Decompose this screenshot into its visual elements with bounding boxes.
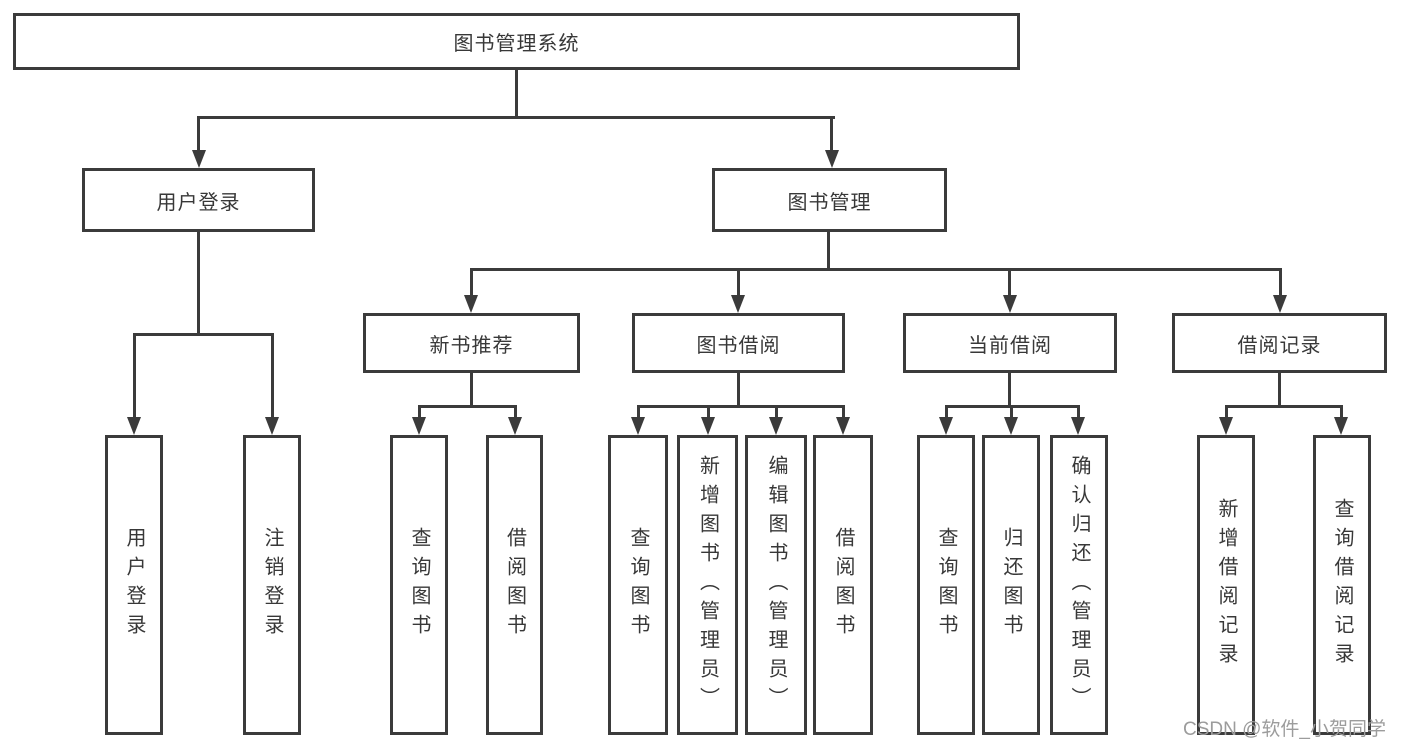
- connector-line: [197, 232, 200, 336]
- connector-line: [271, 333, 274, 419]
- node-book-mgmt-label: 图书管理: [787, 191, 872, 214]
- connector-line: [470, 373, 473, 408]
- leaf-br-add-record-label: 新增借阅记录: [1215, 498, 1237, 672]
- connector-line: [827, 232, 830, 271]
- node-book-borrow-label: 图书借阅: [696, 334, 781, 357]
- connector-line: [470, 268, 473, 297]
- connector-line: [1225, 405, 1228, 419]
- leaf-rec-query-books: 查询图书: [390, 435, 448, 735]
- arrow-down-icon: [836, 417, 850, 435]
- leaf-br-add-record: 新增借阅记录: [1197, 435, 1255, 735]
- connector-line: [1340, 405, 1343, 419]
- leaf-rec-borrow-books: 借阅图书: [486, 435, 543, 735]
- arrow-down-icon: [127, 417, 141, 435]
- node-borrow-records-label: 借阅记录: [1237, 334, 1322, 357]
- arrow-down-icon: [1004, 417, 1018, 435]
- leaf-user-login: 用户登录: [105, 435, 163, 735]
- node-borrow-records: 借阅记录: [1172, 313, 1387, 373]
- arrow-down-icon: [825, 150, 839, 168]
- leaf-cb-return-books: 归还图书: [982, 435, 1040, 735]
- connector-line: [1225, 405, 1343, 408]
- node-user-login: 用户登录: [82, 168, 315, 232]
- leaf-bb-add-books-label: 新增图书（管理员）: [696, 454, 719, 716]
- leaf-bb-edit-books: 编辑图书（管理员）: [745, 435, 807, 735]
- leaf-bb-add-books: 新增图书（管理员）: [677, 435, 738, 735]
- leaf-bb-query-books-label: 查询图书: [627, 527, 649, 643]
- leaf-rec-query-books-label: 查询图书: [408, 527, 430, 643]
- arrow-down-icon: [1273, 295, 1287, 313]
- arrow-down-icon: [701, 417, 715, 435]
- connector-line: [737, 268, 740, 297]
- connector-line: [418, 405, 517, 408]
- node-book-mgmt: 图书管理: [712, 168, 947, 232]
- leaf-bb-query-books: 查询图书: [608, 435, 668, 735]
- node-root-label: 图书管理系统: [453, 33, 580, 55]
- arrow-down-icon: [412, 417, 426, 435]
- connector-line: [945, 405, 948, 419]
- connector-line: [707, 405, 710, 419]
- leaf-user-login-label: 用户登录: [123, 527, 145, 643]
- leaf-cb-confirm-return-label: 确认归还（管理员）: [1068, 454, 1090, 716]
- connector-line: [133, 333, 136, 419]
- arrow-down-icon: [464, 295, 478, 313]
- connector-line: [637, 405, 845, 408]
- arrow-down-icon: [1219, 417, 1233, 435]
- connector-line: [515, 68, 518, 118]
- arrow-down-icon: [1003, 295, 1017, 313]
- connector-line: [737, 373, 740, 408]
- leaf-br-query-record: 查询借阅记录: [1313, 435, 1371, 735]
- connector-line: [514, 405, 517, 419]
- leaf-logout: 注销登录: [243, 435, 301, 735]
- connector-line: [842, 405, 845, 419]
- node-user-login-label: 用户登录: [156, 191, 241, 214]
- connector-line: [830, 116, 833, 152]
- arrow-down-icon: [192, 150, 206, 168]
- connector-line: [418, 405, 421, 419]
- connector-line: [1008, 268, 1011, 297]
- leaf-rec-borrow-books-label: 借阅图书: [503, 527, 526, 643]
- node-current-borrow-label: 当前借阅: [968, 334, 1052, 357]
- connector-line: [133, 333, 274, 336]
- leaf-cb-return-books-label: 归还图书: [1000, 527, 1022, 643]
- leaf-bb-borrow-books-label: 借阅图书: [832, 527, 854, 643]
- node-new-book-rec: 新书推荐: [363, 313, 580, 373]
- leaf-cb-confirm-return: 确认归还（管理员）: [1050, 435, 1108, 735]
- arrow-down-icon: [769, 417, 783, 435]
- node-book-borrow: 图书借阅: [632, 313, 845, 373]
- arrow-down-icon: [508, 417, 522, 435]
- node-current-borrow: 当前借阅: [903, 313, 1117, 373]
- connector-line: [1077, 405, 1080, 419]
- connector-line: [637, 405, 640, 419]
- connector-line: [1008, 373, 1011, 408]
- node-new-book-rec-label: 新书推荐: [429, 334, 514, 357]
- arrow-down-icon: [631, 417, 645, 435]
- leaf-bb-edit-books-label: 编辑图书（管理员）: [765, 454, 787, 716]
- arrow-down-icon: [1334, 417, 1348, 435]
- leaf-cb-query-books-label: 查询图书: [935, 527, 957, 643]
- connector-line: [1010, 405, 1013, 419]
- watermark-text: CSDN @软件_小贺同学: [1183, 719, 1386, 740]
- arrow-down-icon: [1071, 417, 1085, 435]
- arrow-down-icon: [939, 417, 953, 435]
- connector-line: [775, 405, 778, 419]
- connector-line: [1279, 268, 1282, 297]
- node-root: 图书管理系统: [13, 13, 1020, 70]
- connector-line: [197, 116, 835, 119]
- arrow-down-icon: [731, 295, 745, 313]
- connector-line: [197, 116, 200, 152]
- leaf-br-query-record-label: 查询借阅记录: [1331, 498, 1353, 672]
- leaf-cb-query-books: 查询图书: [917, 435, 975, 735]
- leaf-bb-borrow-books: 借阅图书: [813, 435, 873, 735]
- connector-line: [470, 268, 1282, 271]
- connector-line: [1278, 373, 1281, 408]
- leaf-logout-label: 注销登录: [261, 527, 283, 643]
- arrow-down-icon: [265, 417, 279, 435]
